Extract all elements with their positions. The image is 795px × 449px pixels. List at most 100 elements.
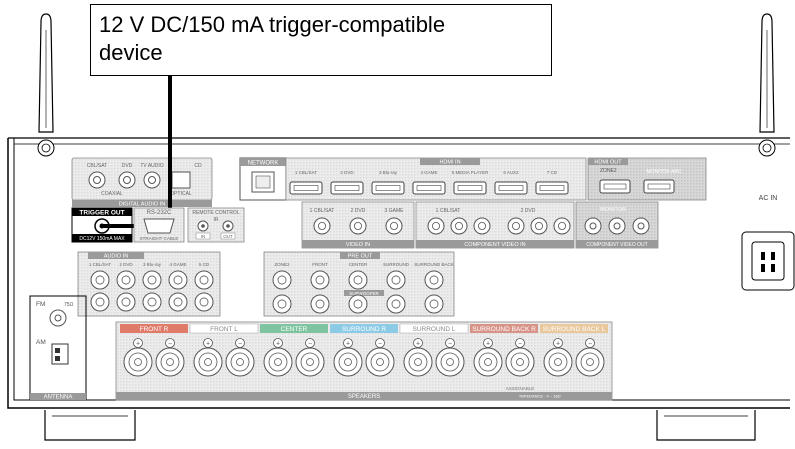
pre-out-jack-label: ZONE2 <box>274 262 290 267</box>
video-in-jacks: 1 CBL/SAT 2 DVD 3 GAME <box>310 208 404 234</box>
component-in-jack <box>451 218 467 234</box>
hdmi-in-port <box>536 182 568 194</box>
pre-out-jack-label: FRONT <box>312 262 328 267</box>
speakers-label: SPEAKERS <box>348 394 380 400</box>
fm-label: FM <box>36 301 45 308</box>
digital-audio-in-section: CBL/SAT DVD TV AUDIO CD COAXIAL OPTICAL … <box>72 158 212 208</box>
speaker-group-label: SURROUND BACK L <box>543 326 606 333</box>
component-video-in-label: COMPONENT VIDEO IN <box>464 242 525 248</box>
video-in-jack <box>350 218 366 234</box>
audio-in-jack-label: 2 DVD <box>119 262 133 267</box>
network-label: NETWORK <box>248 161 279 167</box>
audio-in-jack <box>143 293 161 311</box>
component-video-out-label: COMPONENT VIDEO OUT <box>586 242 647 248</box>
component-in-jack <box>474 218 490 234</box>
audio-in-jack <box>195 271 213 289</box>
hdmi-in-port-label: 6 AUX2 <box>503 170 519 175</box>
fm-ohm-label: 75Ω <box>64 302 74 308</box>
audio-in-jack <box>91 293 109 311</box>
component-in-jack-label: 1 CBL/SAT <box>436 208 461 214</box>
ac-in-label: AC IN <box>759 195 778 202</box>
remote-control-section: REMOTE CONTROL IR IN OUT <box>188 208 244 242</box>
network-section: NETWORK <box>240 158 286 200</box>
antenna-right <box>759 14 775 156</box>
impedance-label: IMPEDANCE : 4 ~ 16Ω <box>519 394 560 399</box>
antenna-left <box>38 14 54 156</box>
audio-in-jack <box>143 271 161 289</box>
am-label: AM <box>36 339 46 346</box>
component-in-jack <box>428 218 444 234</box>
video-in-jack <box>386 218 402 234</box>
audio-in-jack-label: 3 Blu-ray <box>143 262 162 267</box>
foot-left <box>45 410 135 440</box>
ir-label: IR <box>214 217 219 223</box>
callout-line-2: device <box>99 39 543 67</box>
video-in-jack-label: 2 DVD <box>351 208 366 214</box>
pre-out-jack <box>349 271 367 289</box>
hdmi-in-port <box>495 182 527 194</box>
hdmi-in-port <box>290 182 322 194</box>
hdmi-in-port <box>454 182 486 194</box>
digital-input-label: DVD <box>122 163 133 169</box>
minus-icon: − <box>448 341 452 348</box>
assignable-label: ASSIGNABLE <box>506 386 535 391</box>
pre-out-jack-label: SURROUND BACK <box>414 262 454 267</box>
speaker-group-label: FRONT R <box>140 326 169 333</box>
pre-out-jack <box>425 295 443 313</box>
video-in-jack-label: 3 GAME <box>385 208 405 214</box>
rs232c-section: RS-232C STRAIGHT CABLE <box>134 208 184 242</box>
video-in-jack <box>314 218 330 234</box>
optical-label: OPTICAL <box>170 191 192 197</box>
speaker-group-label: SURROUND BACK R <box>472 326 536 333</box>
audio-in-jack-label: 4 GAME <box>169 262 186 267</box>
component-in-jack-label: 2 DVD <box>521 208 536 214</box>
hdmi-in-port-label: 5 MEDIA PLAYER <box>452 170 489 175</box>
hdmi-in-port-label: 7 CD <box>547 170 558 175</box>
component-in-jack <box>508 218 524 234</box>
pre-out-jack <box>425 271 443 289</box>
hdmi-in-label: HDMI IN <box>439 160 460 166</box>
audio-in-jack <box>117 271 135 289</box>
digital-input-label: CBL/SAT <box>87 163 107 169</box>
callout-line-1: 12 V DC/150 mA trigger-compatible <box>99 11 543 39</box>
minus-icon: − <box>238 341 242 348</box>
component-in-jack <box>554 218 570 234</box>
minus-icon: − <box>518 341 522 348</box>
hdmi-in-port <box>331 182 363 194</box>
minus-icon: − <box>588 341 592 348</box>
audio-in-label: AUDIO IN <box>104 254 128 260</box>
foot-right <box>657 410 755 440</box>
plus-icon: + <box>346 341 350 348</box>
hdmi-out-section: HDMI OUT ZONE2 MONITOR ARC <box>588 158 706 200</box>
plus-icon: + <box>486 341 490 348</box>
digital-input-label: CD <box>194 163 202 169</box>
plus-icon: + <box>276 341 280 348</box>
hdmi-in-port <box>413 182 445 194</box>
subwoofer-label: SUBWOOFER <box>349 291 379 296</box>
straight-cable-label: STRAIGHT CABLE <box>140 236 179 241</box>
speaker-group-label: SURROUND L <box>413 326 456 333</box>
audio-in-jack-label: 5 CD <box>199 262 210 267</box>
hdmi-in-port-label: 4 GAME <box>420 170 437 175</box>
component-in-jack <box>531 218 547 234</box>
plus-icon: + <box>416 341 420 348</box>
pre-out-jack <box>273 295 291 313</box>
plus-icon: + <box>556 341 560 348</box>
minus-icon: − <box>168 341 172 348</box>
pre-out-label: PRE OUT <box>348 254 373 260</box>
trigger-device-callout: 12 V DC/150 mA trigger-compatible device <box>90 4 552 76</box>
speakers-section: SPEAKERS ASSIGNABLE IMPEDANCE : 4 ~ 16Ω <box>116 322 612 400</box>
pre-out-jack-label: SURROUND <box>383 262 410 267</box>
hdmi-in-port-label: 2 DVD <box>340 170 354 175</box>
speaker-group-label: CENTER <box>281 326 308 333</box>
hdmi-out-label: HDMI OUT <box>594 160 622 166</box>
speaker-group-label: SURROUND R <box>342 326 386 333</box>
pre-out-jack <box>311 271 329 289</box>
video-in-label: VIDEO IN <box>346 242 370 248</box>
antenna-label: ANTENNA <box>44 395 73 401</box>
video-in-jack-label: 1 CBL/SAT <box>310 208 335 214</box>
hdmi-in-port <box>372 182 404 194</box>
ac-inlet <box>742 232 794 290</box>
digital-input-label: TV AUDIO <box>140 163 163 169</box>
